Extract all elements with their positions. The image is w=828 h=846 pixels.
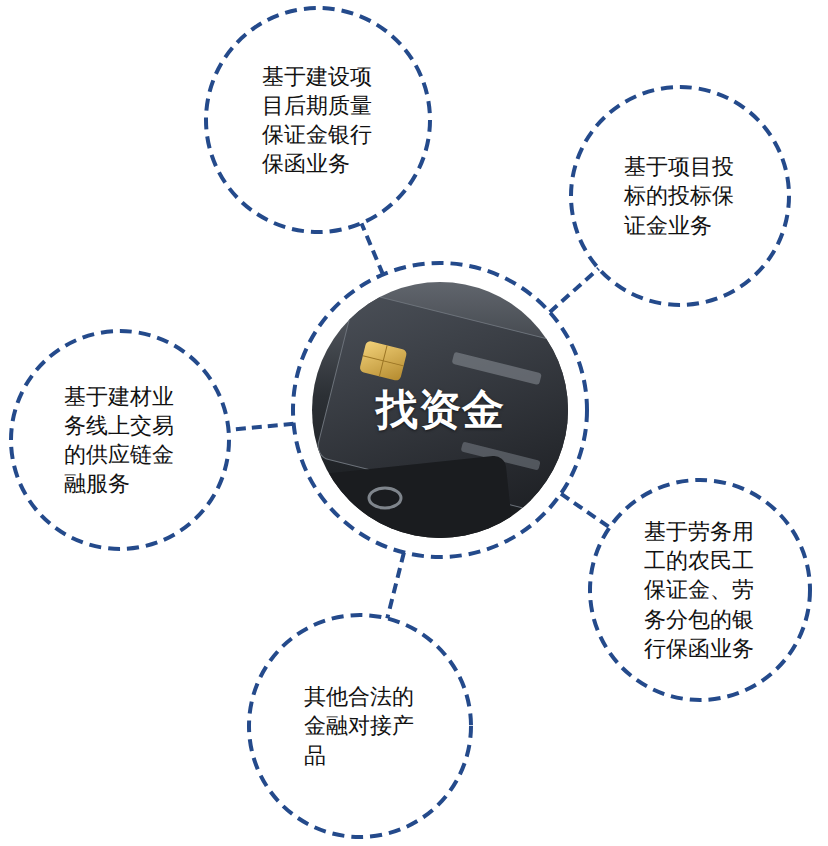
topic-circle: 基于劳务用工的农民工保证金、劳务分包的银行保函业务 xyxy=(587,477,813,703)
topic-text: 基于项目投标的投标保证金业务 xyxy=(624,152,736,239)
dashed-circle xyxy=(203,5,433,235)
topic-circle: 其他合法的金融对接产品 xyxy=(246,612,474,840)
topic-circle: 基于建设项目后期质量保证金银行保函业务 xyxy=(203,5,433,235)
topic-text: 基于劳务用工的农民工保证金、劳务分包的银行保函业务 xyxy=(644,517,756,662)
topic-text: 其他合法的金融对接产品 xyxy=(304,682,416,769)
hub-title: 找资金 xyxy=(376,382,505,438)
topic-circle: 基于建材业务线上交易的供应链金融服务 xyxy=(8,328,232,552)
topic-text: 基于建材业务线上交易的供应链金融服务 xyxy=(64,382,176,498)
dashed-connector xyxy=(550,269,599,313)
topic-text: 基于建设项目后期质量保证金银行保函业务 xyxy=(262,62,374,178)
topic-circle: 基于项目投标的投标保证金业务 xyxy=(568,84,792,308)
dashed-circle xyxy=(8,328,232,552)
dashed-connector xyxy=(387,553,404,619)
hub-circle: 找资金 xyxy=(290,260,590,560)
dashed-connector xyxy=(561,494,610,528)
dashed-connector xyxy=(229,424,294,430)
dashed-connector xyxy=(361,223,383,274)
